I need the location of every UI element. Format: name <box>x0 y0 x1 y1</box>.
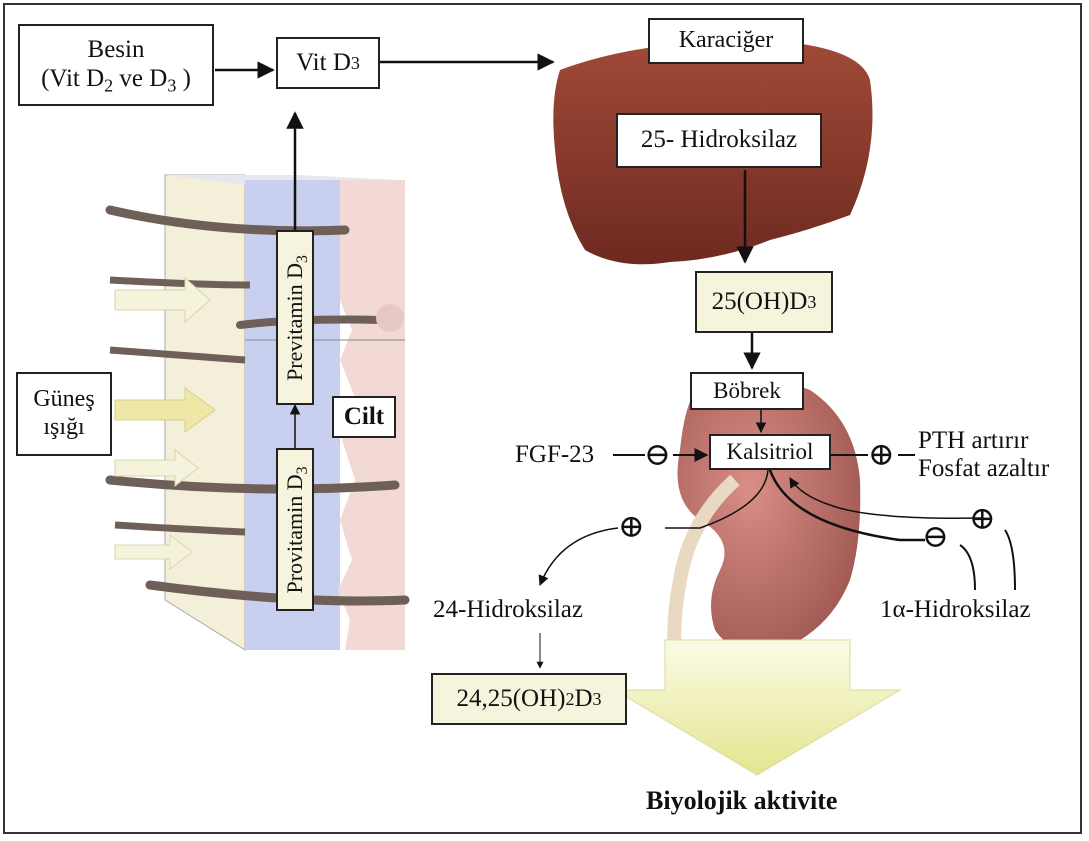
previtamin-d3-label: Previtamin D3 <box>282 255 308 381</box>
sunlight-box: Güneş ışığı <box>16 372 112 456</box>
previtamin-d3-box: Previtamin D3 <box>276 230 314 405</box>
sunlight-line2: ışığı <box>43 414 84 442</box>
kidney-illustration <box>674 379 860 660</box>
pth-line: PTH artırır <box>918 427 1049 455</box>
phosphate-line: Fosfat azaltır <box>918 455 1049 483</box>
pth-phosphate-label: PTH artırır Fosfat azaltır <box>918 427 1049 482</box>
fgf23-label: FGF-23 <box>515 441 594 470</box>
besin-label: Besin <box>88 36 145 65</box>
liver-label-box: Karaciğer <box>648 18 804 64</box>
skin-label-box: Cilt <box>332 396 396 438</box>
fgf23-inhibit-symbol: ⊖ <box>644 436 671 473</box>
besin-sources: (Vit D2 ve D3 ) <box>41 65 191 94</box>
hydroxylase-1a-label: 1α-Hidroksilaz <box>880 596 1031 625</box>
hydroxylase-1a-inhibit-symbol: ⊖ <box>922 518 949 555</box>
provitamin-d3-label: Provitamin D3 <box>282 466 308 593</box>
calcitriol-box: Kalsitriol <box>709 434 831 470</box>
sunlight-line1: Güneş <box>33 386 94 414</box>
provitamin-d3-box: Provitamin D3 <box>276 448 314 611</box>
biological-activity-label: Biyolojik aktivite <box>646 786 837 816</box>
biological-activity-arrow <box>615 640 900 775</box>
kidney-label-box: Böbrek <box>690 372 804 410</box>
hydroxylase-25-box: 25- Hidroksilaz <box>616 113 822 168</box>
hydroxylase-1a-stimulate-symbol: ⊕ <box>969 500 996 537</box>
besin-box: Besin (Vit D2 ve D3 ) <box>18 24 214 106</box>
pth-stimulate-symbol: ⊕ <box>868 436 895 473</box>
hydroxylase-24-label: 24-Hidroksilaz <box>433 596 583 625</box>
hydroxylase-24-stimulate-symbol: ⊕ <box>618 508 645 545</box>
